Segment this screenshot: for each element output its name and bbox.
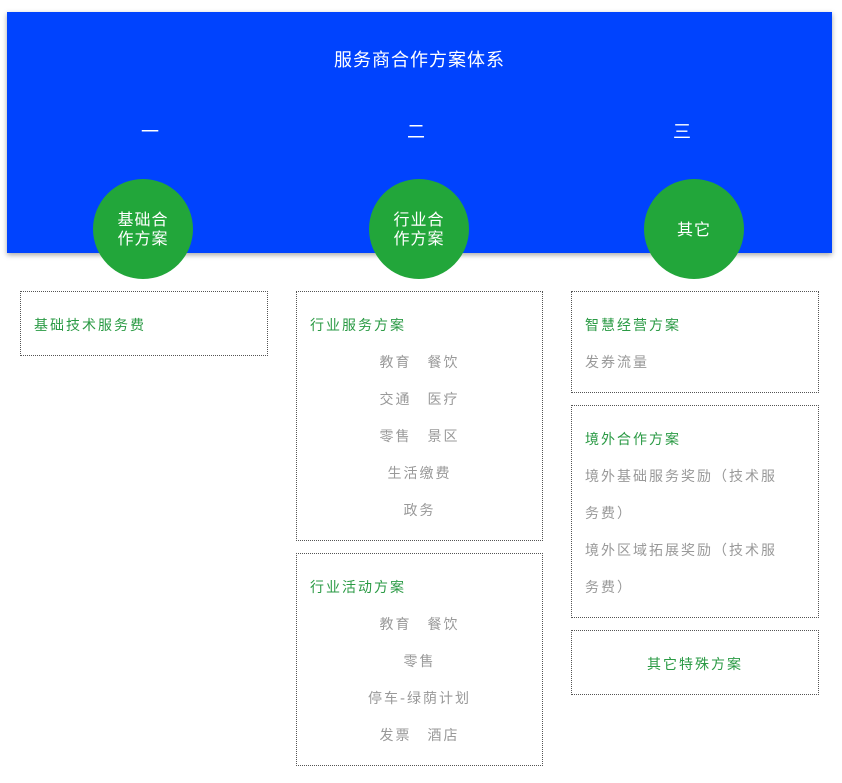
circle-label-line: 基础合 (117, 210, 169, 229)
circle-industry-cooperation: 行业合 作方案 (369, 179, 469, 279)
list-item: 境外基础服务奖励（技术服 (585, 469, 777, 485)
list-item: 教育 餐饮 (379, 617, 460, 633)
list-item: 教育 餐饮 (379, 355, 460, 371)
box-title: 行业活动方案 (310, 580, 406, 596)
box-smart-operation: 智慧经营方案 发券流量 (571, 291, 819, 393)
circle-label-line: 其它 (676, 219, 711, 239)
box-overseas-cooperation: 境外合作方案 境外基础服务奖励（技术服 务费） 境外区域拓展奖励（技术服 务费） (571, 405, 819, 618)
box-basic-tech-fee: 基础技术服务费 (20, 291, 268, 356)
column-number-2: 二 (407, 122, 425, 143)
box-title: 其它特殊方案 (647, 657, 743, 673)
list-item: 停车-绿荫计划 (367, 691, 472, 707)
box-other-special: 其它特殊方案 (571, 630, 819, 695)
list-item: 交通 医疗 (379, 392, 460, 408)
box-title: 智慧经营方案 (585, 318, 681, 334)
list-item: 务费） (585, 506, 633, 522)
circle-basic-cooperation: 基础合 作方案 (93, 179, 193, 279)
list-item: 务费） (585, 580, 633, 596)
box-title: 行业服务方案 (310, 318, 406, 334)
column-number-3: 三 (673, 122, 691, 143)
circle-label-line: 作方案 (393, 229, 445, 248)
banner-title: 服务商合作方案体系 (334, 50, 505, 71)
circle-label-line: 行业合 (393, 210, 445, 229)
list-item: 发券流量 (585, 355, 649, 371)
circle-label-line: 作方案 (117, 229, 169, 248)
circle-other: 其它 (644, 179, 744, 279)
list-item: 生活缴费 (387, 466, 452, 482)
column-number-1: 一 (141, 122, 159, 143)
list-item: 政务 (403, 503, 436, 519)
list-item: 境外区域拓展奖励（技术服 (585, 543, 777, 559)
box-title: 基础技术服务费 (34, 318, 146, 334)
list-item: 发票 酒店 (379, 728, 460, 744)
list-item: 零售 (403, 654, 436, 670)
list-item: 零售 景区 (379, 429, 460, 445)
box-title: 境外合作方案 (585, 432, 681, 448)
box-industry-service: 行业服务方案 教育 餐饮 交通 医疗 零售 景区 生活缴费 政务 (296, 291, 543, 541)
box-industry-activity: 行业活动方案 教育 餐饮 零售 停车-绿荫计划 发票 酒店 (296, 553, 543, 766)
